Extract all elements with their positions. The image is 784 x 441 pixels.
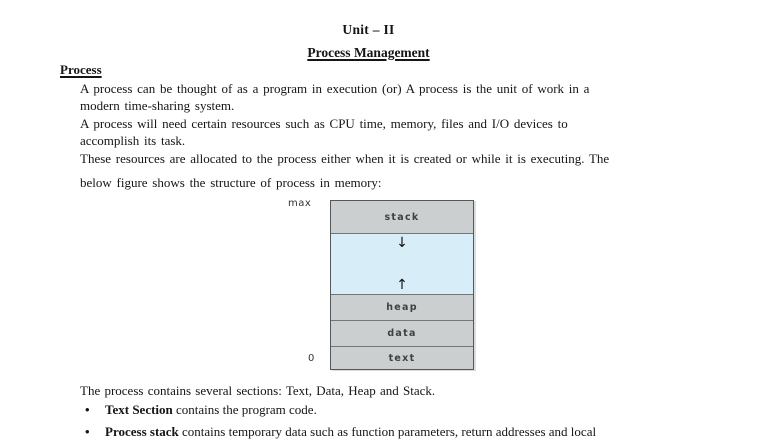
page-title: Unit – II [342, 22, 395, 37]
arrow-up-icon: ↑ [396, 277, 408, 293]
bullet-bold-text: Process stack [105, 424, 179, 439]
bullet-rest-text: contains the program code. [172, 402, 317, 417]
list-item: • Process stack contains temporary data … [85, 424, 596, 439]
list-item: • Text Section contains the program code… [85, 402, 596, 417]
stack-section: stack [331, 201, 473, 234]
data-label: data [387, 328, 417, 339]
section-heading-process: Process [60, 62, 102, 77]
sections-summary-line: The process contains several sections: T… [80, 383, 436, 398]
bullet-icon: • [85, 402, 90, 417]
bullet-bold-text: Text Section [105, 402, 173, 417]
data-section: data [331, 321, 473, 347]
heap-label: heap [386, 302, 418, 313]
body-line: These resources are allocated to the pro… [80, 150, 610, 166]
page-subtitle: Process Management [307, 45, 430, 60]
body-line: below figure shows the structure of proc… [80, 175, 382, 191]
zero-address-label: 0 [308, 353, 315, 364]
bullet-list: • Text Section contains the program code… [85, 402, 596, 439]
memory-diagram: stack ↓ ↑ heap data text [330, 200, 474, 370]
bullet-icon: • [85, 424, 90, 439]
body-line: accomplish its task. [80, 133, 186, 149]
stack-label: stack [384, 211, 420, 223]
text-label: text [388, 352, 416, 364]
max-address-label: max [288, 198, 312, 209]
process-memory-figure: max 0 stack ↓ ↑ heap data text [288, 197, 518, 375]
bullet-text: Text Section contains the program code. [105, 402, 317, 417]
body-line: A process will need certain resources su… [80, 115, 568, 131]
body-line: modern time-sharing system. [80, 98, 235, 114]
text-section: text [331, 347, 473, 369]
bullet-text: Process stack contains temporary data su… [105, 424, 596, 439]
body-line: A process can be thought of as a program… [80, 81, 590, 96]
free-space-section: ↓ ↑ [331, 234, 473, 295]
arrow-down-icon: ↓ [396, 235, 408, 251]
body-paragraphs: A process can be thought of as a program… [80, 80, 609, 191]
heap-section: heap [331, 295, 473, 321]
bullet-rest-text: contains temporary data such as function… [178, 424, 597, 439]
